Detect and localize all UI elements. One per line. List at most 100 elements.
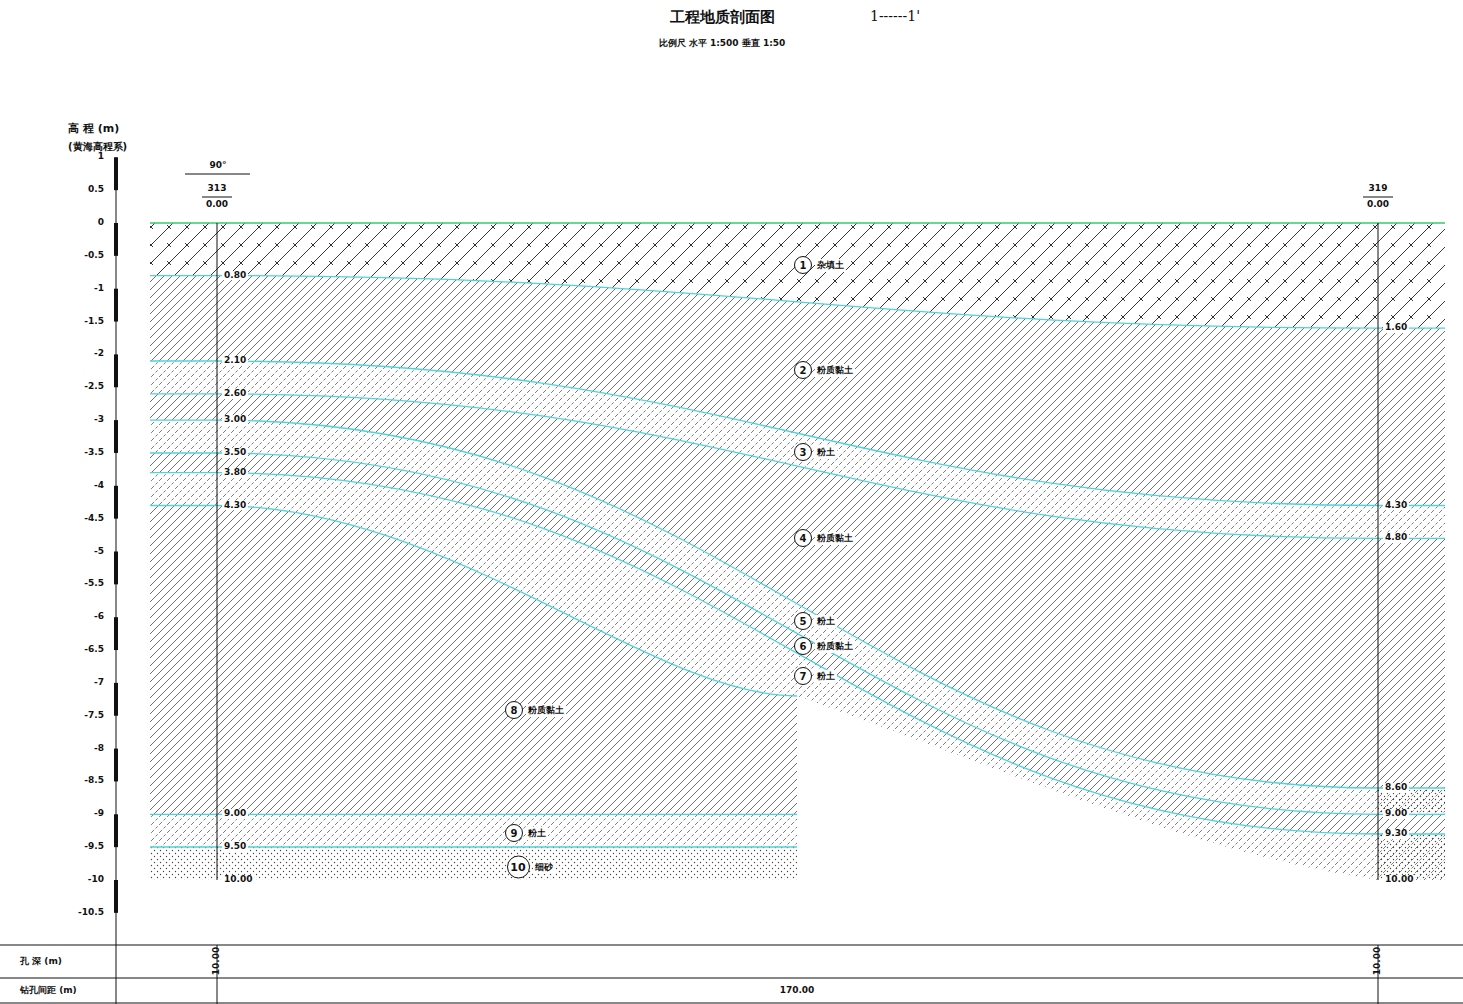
depth-label: 9.50 — [222, 842, 248, 852]
layer-name: 粉质黏土 — [815, 364, 855, 377]
layer-callout: 2粉质黏土 — [794, 361, 855, 379]
axis-scale-bar — [114, 223, 118, 256]
depth-label: 10.00 — [222, 875, 254, 885]
borehole-id: 319 — [1369, 184, 1388, 194]
axis-scale-bar — [114, 486, 118, 519]
axis-scale-bar — [114, 157, 118, 190]
axis-tick-label: -5 — [94, 547, 104, 557]
depth-label: 1.60 — [1383, 323, 1409, 333]
table-cell: 10.00 — [212, 947, 222, 975]
layer-callout: 5粉土 — [794, 612, 837, 630]
axis-tick-label: -5.5 — [84, 579, 104, 589]
scale-note: 比例尺 水平 1:500 垂直 1:50 — [659, 39, 786, 49]
axis-tick-label: -3.5 — [84, 448, 104, 458]
axis-tick-label: -7.5 — [84, 711, 104, 721]
depth-label: 2.60 — [222, 389, 248, 399]
axis-scale-bar — [114, 814, 118, 847]
layer-number-circle: 7 — [794, 667, 812, 685]
table-header: 钻孔间距 (m) — [20, 986, 77, 996]
axis-scale-bar — [114, 617, 118, 650]
depth-label: 3.50 — [222, 448, 248, 458]
layer-name: 粉土 — [815, 446, 837, 459]
axis-tick-label: -9 — [94, 809, 104, 819]
depth-label: 8.60 — [1383, 783, 1409, 793]
depth-label: 4.30 — [222, 501, 248, 511]
depth-label: 4.30 — [1383, 501, 1409, 511]
table-rule — [0, 978, 1463, 979]
axis-tick-label: -6.5 — [84, 645, 104, 655]
layer-name: 粉质黏土 — [815, 640, 855, 653]
borehole-elevation: 0.00 — [1367, 200, 1389, 210]
borehole-header-line — [185, 174, 250, 175]
axis-scale-bar — [114, 552, 118, 585]
table-rule — [0, 1003, 1463, 1004]
table-header: 孔 深 (m) — [20, 957, 62, 967]
axis-tick-label: 0 — [98, 218, 104, 228]
layer-name: 粉土 — [815, 615, 837, 628]
layer-name: 粉质黏土 — [815, 532, 855, 545]
axis-tick-label: -1 — [94, 284, 104, 294]
layer-number-circle: 1 — [794, 256, 812, 274]
layer-callout: 8粉质黏土 — [505, 701, 566, 719]
layer-boundary — [150, 506, 797, 697]
silt-layer — [150, 473, 1445, 880]
layer-callout: 7粉土 — [794, 667, 837, 685]
axis-tick-label: -10.5 — [78, 908, 104, 918]
axis-tick-label: -9.5 — [84, 842, 104, 852]
layer-name: 粉土 — [815, 670, 837, 683]
layer-callout: 1杂填土 — [794, 256, 846, 274]
layer-boundary — [150, 420, 1445, 788]
axis-tick-label: -6 — [94, 612, 104, 622]
borehole-line — [217, 223, 218, 880]
axis-tick-label: -2 — [94, 349, 104, 359]
axis-scale-bar — [114, 420, 118, 453]
table-cell: 170.00 — [780, 986, 815, 996]
axis-tick-label: -2.5 — [84, 382, 104, 392]
layer-boundary — [150, 453, 1445, 814]
axis-tick-label: -10 — [88, 875, 104, 885]
axis-tick-label: 0.5 — [88, 185, 104, 195]
axis-tick-label: -4.5 — [84, 514, 104, 524]
axis-scale-bar — [114, 880, 118, 913]
ground-line — [150, 222, 1445, 224]
layer-name: 杂填土 — [815, 259, 846, 272]
layer-callout: 9粉土 — [505, 824, 548, 842]
axis-tick-label: -4 — [94, 481, 104, 491]
borehole-elevation: 0.00 — [206, 200, 228, 210]
axis-tick-label: -8.5 — [84, 776, 104, 786]
layer-number-circle: 10 — [507, 856, 530, 879]
borehole-line — [1378, 223, 1379, 880]
layer-number-circle: 5 — [794, 612, 812, 630]
depth-label: 3.00 — [222, 415, 248, 425]
axis-tick-label: -8 — [94, 744, 104, 754]
axis-scale-bar — [114, 683, 118, 716]
layer-boundary — [150, 473, 1445, 834]
depth-label: 2.10 — [222, 356, 248, 366]
borehole-angle: 90° — [209, 161, 226, 171]
depth-label: 10.00 — [1383, 875, 1415, 885]
axis-tick-label: -1.5 — [84, 317, 104, 327]
section-title: 工程地质剖面图 — [670, 9, 775, 26]
table-rule — [0, 945, 1463, 946]
table-cell: 10.00 — [1373, 947, 1383, 975]
layer-callout: 4粉质黏土 — [794, 529, 855, 547]
clay-layer — [150, 506, 797, 815]
borehole-header-line — [1363, 197, 1393, 198]
layer-number-circle: 3 — [794, 443, 812, 461]
layer-number-circle: 9 — [505, 824, 523, 842]
axis-scale-bar — [114, 354, 118, 387]
layer-name: 细砂 — [533, 861, 555, 874]
depth-label: 9.30 — [1383, 829, 1409, 839]
layer-number-circle: 4 — [794, 529, 812, 547]
axis-subtitle: (黄海高程系) — [68, 141, 127, 152]
axis-tick-label: -0.5 — [84, 251, 104, 261]
layer-name: 粉土 — [526, 827, 548, 840]
layer-callout: 6粉质黏土 — [794, 637, 855, 655]
depth-label: 4.80 — [1383, 533, 1409, 543]
layer-callout: 3粉土 — [794, 443, 837, 461]
borehole-id: 313 — [208, 184, 227, 194]
axis-title: 高 程 (m) — [68, 123, 119, 135]
axis-scale-bar — [114, 289, 118, 322]
